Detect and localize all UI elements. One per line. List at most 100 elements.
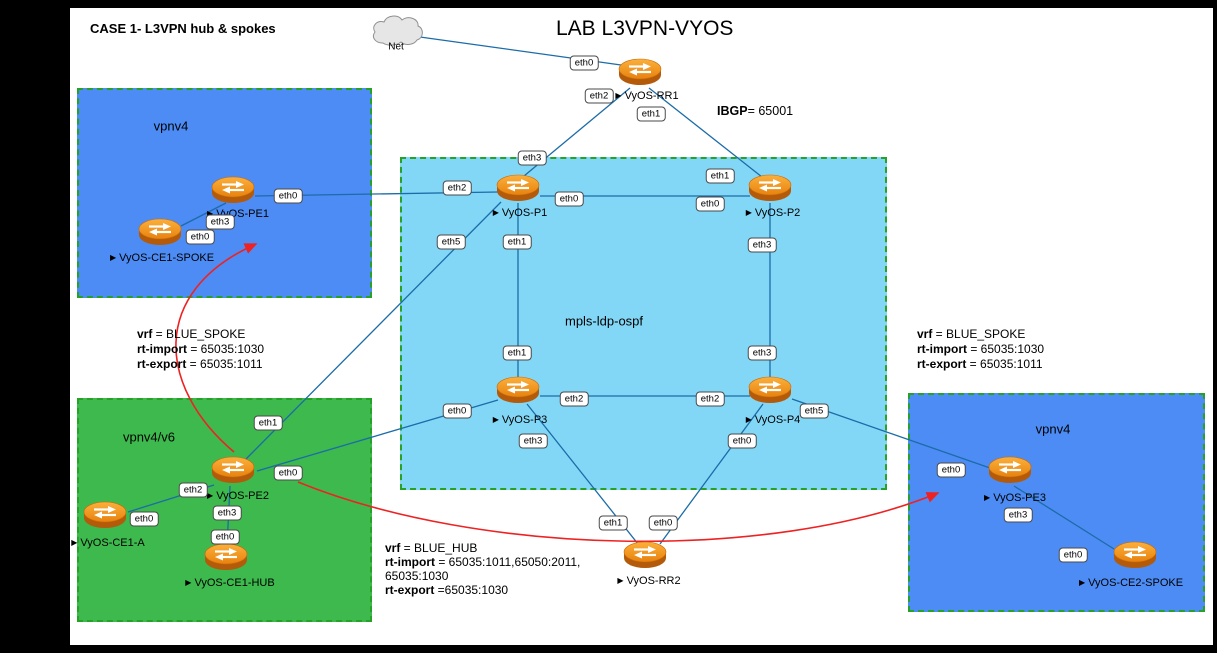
console-marker-icon: ▶ [1078,578,1086,587]
interface-badge-pe3-eth3[interactable]: eth3 [1003,507,1033,523]
internet-cloud-icon[interactable] [369,12,427,51]
annotation-value: = 65035:1011 [186,357,263,371]
router-label-ce2-spoke: ▶VyOS-CE2-SPOKE [1079,577,1183,589]
annotation-line: 65035:1030 [385,569,580,583]
router-icon-p4[interactable] [747,373,793,406]
interface-badge-p3-eth3[interactable]: eth3 [518,433,548,449]
annotation-line: vrf = BLUE_SPOKE [137,327,264,342]
annotation-value: = 65035:1030 [967,342,1045,356]
console-marker-icon: ▶ [185,578,192,587]
annotation-vrf-blue-hub: vrf = BLUE_HUB rt-import = 65035:1011,65… [385,541,580,597]
router-name: VyOS-RR1 [624,90,679,102]
annotation-value: 65035:1030 [385,569,449,583]
console-marker-icon: ▶ [615,91,622,100]
annotation-value: = BLUE_HUB [400,541,478,555]
console-marker-icon: ▶ [745,415,752,424]
annotation-key: rt-export [917,357,967,371]
interface-badge-pe1-eth3[interactable]: eth3 [205,214,235,230]
interface-badge-pe2-eth2[interactable]: eth2 [178,482,208,498]
router-icon-ce1-spoke[interactable] [137,215,183,248]
router-label-ce1-spoke: ▶VyOS-CE1-SPOKE [110,252,214,264]
interface-badge-pe3-eth0[interactable]: eth0 [936,462,966,478]
interface-badge-p1-eth2[interactable]: eth2 [442,180,472,196]
router-name: VyOS-P4 [754,414,801,426]
console-marker-icon: ▶ [71,538,78,547]
annotation-key: vrf [917,327,933,341]
annotation-key: rt-import [385,555,435,569]
router-label-rr2: ▶VyOS-RR2 [617,575,680,587]
router-name: VyOS-PE2 [216,490,269,502]
zone-mpls-core[interactable] [400,157,887,490]
case-label: CASE 1- L3VPN hub & spokes [90,21,276,36]
annotation-line: rt-export =65035:1030 [385,583,580,597]
router-icon-p3[interactable] [495,373,541,406]
annotation-key: vrf [385,541,401,555]
annotation-ibgp: IBGP= 65001 [717,104,793,119]
router-name: VyOS-CE1-SPOKE [119,252,215,264]
interface-badge-pe1-eth0[interactable]: eth0 [273,188,303,204]
interface-badge-p2-eth0[interactable]: eth0 [695,196,725,212]
zone-label-vpnv4-left: vpnv4 [153,118,189,134]
interface-badge-p4-eth0[interactable]: eth0 [727,433,757,449]
router-name: VyOS-CE1-A [80,537,145,549]
router-icon-ce1-hub[interactable] [203,540,249,573]
router-icon-pe3[interactable] [987,453,1033,486]
router-label-ce1-hub: ▶VyOS-CE1-HUB [185,577,274,589]
cloud-label: Net [388,41,404,53]
interface-badge-p2-eth3[interactable]: eth3 [747,237,777,253]
interface-badge-ce2-spoke-eth0[interactable]: eth0 [1058,547,1088,563]
router-label-p1: ▶VyOS-P1 [493,207,548,219]
annotation-line: vrf = BLUE_HUB [385,541,580,555]
annotation-key: rt-export [385,583,435,597]
annotation-key: rt-import [137,342,187,356]
interface-badge-p1-eth1[interactable]: eth1 [502,234,532,250]
interface-badge-p4-eth5[interactable]: eth5 [799,403,829,419]
interface-badge-pe2-eth0[interactable]: eth0 [273,465,303,481]
annotation-value: =65035:1030 [434,583,509,597]
annotation-line: rt-import = 65035:1030 [917,342,1044,357]
interface-badge-ce1-hub-eth0[interactable]: eth0 [210,529,240,545]
router-icon-p1[interactable] [495,171,541,204]
annotation-value: = BLUE_SPOKE [932,327,1026,341]
router-icon-ce2-spoke[interactable] [1112,538,1158,571]
interface-badge-pe2-eth3[interactable]: eth3 [212,505,242,521]
router-icon-ce1-a[interactable] [82,498,128,531]
interface-badge-rr1-eth1[interactable]: eth1 [636,106,666,122]
interface-badge-p4-eth2[interactable]: eth2 [695,391,725,407]
console-marker-icon: ▶ [617,576,624,585]
router-icon-rr1[interactable] [617,55,663,88]
interface-badge-p3-eth2[interactable]: eth2 [559,391,589,407]
annotation-key: rt-export [137,357,187,371]
annotation-value: = 65001 [747,104,794,118]
interface-badge-p1-eth5[interactable]: eth5 [436,234,466,250]
interface-badge-pe2-eth1[interactable]: eth1 [253,415,283,431]
annotation-key: vrf [137,327,153,341]
console-marker-icon: ▶ [492,415,499,424]
console-marker-icon: ▶ [492,208,499,217]
interface-badge-rr1-uplink[interactable]: eth0 [569,55,599,71]
interface-badge-ce1-a-eth0[interactable]: eth0 [129,511,159,527]
interface-badge-p3-eth0[interactable]: eth0 [442,403,472,419]
router-icon-pe2[interactable] [210,453,256,486]
router-icon-p2[interactable] [747,171,793,204]
zone-label-mpls-core: mpls-ldp-ospf [564,313,644,329]
interface-badge-rr2-eth0[interactable]: eth0 [648,515,678,531]
annotation-value: = 65035:1011,65050:2011, [435,555,581,569]
router-name: VyOS-P3 [501,414,548,426]
zone-label-vpnv4-v6: vpnv4/v6 [122,429,176,445]
interface-badge-rr1-eth2[interactable]: eth2 [584,88,614,104]
zone-label-vpnv4-right: vpnv4 [1035,421,1071,437]
router-icon-rr2[interactable] [622,538,668,571]
interface-badge-p1-eth0[interactable]: eth0 [554,191,584,207]
interface-badge-p3-eth1[interactable]: eth1 [502,345,532,361]
interface-badge-p2-eth1[interactable]: eth1 [705,168,735,184]
router-icon-pe1[interactable] [210,173,256,206]
router-label-p2: ▶VyOS-P2 [746,207,801,219]
annotation-line: rt-export = 65035:1011 [137,357,264,372]
interface-badge-p4-eth3[interactable]: eth3 [747,345,777,361]
router-name: VyOS-CE2-SPOKE [1088,577,1184,589]
interface-badge-ce1-spoke-eth0[interactable]: eth0 [185,229,215,245]
console-marker-icon: ▶ [207,491,214,500]
interface-badge-rr2-eth1[interactable]: eth1 [598,515,628,531]
interface-badge-p1-eth3[interactable]: eth3 [517,150,547,166]
